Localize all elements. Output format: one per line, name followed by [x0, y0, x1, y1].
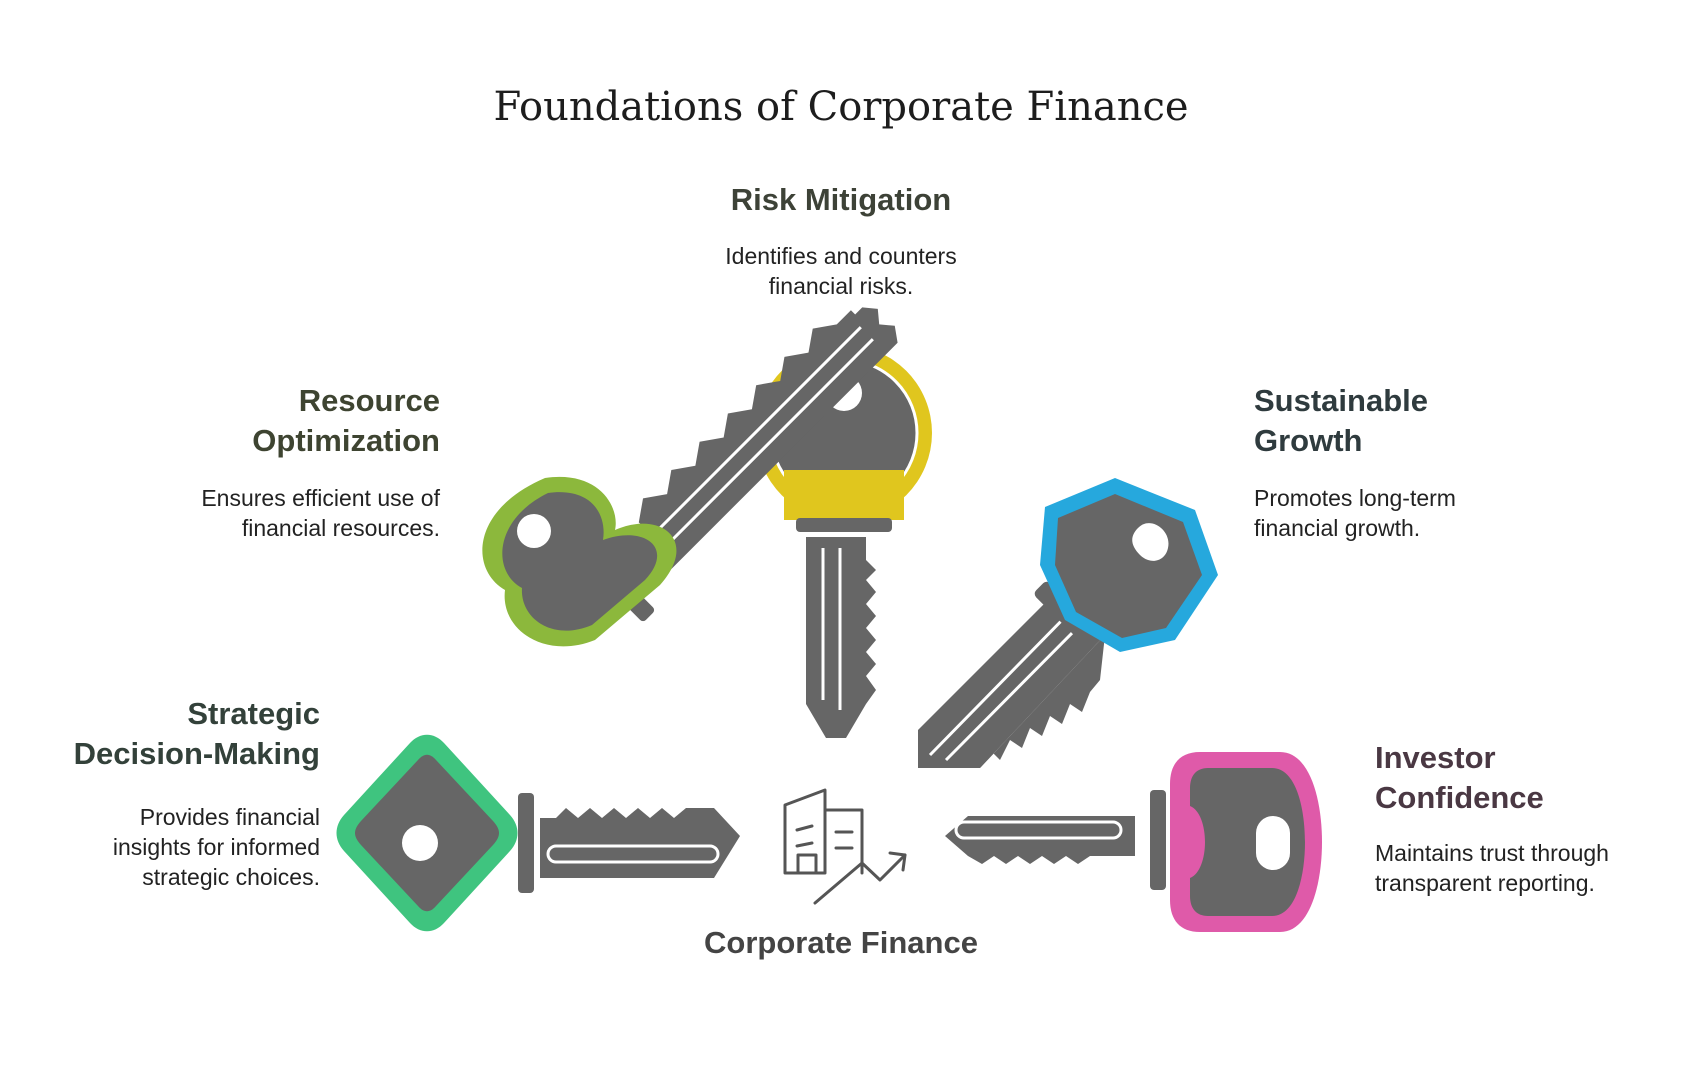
resource-heading-line: Resource	[298, 383, 440, 418]
risk-desc-line: financial risks.	[768, 273, 914, 299]
resource-key-blade	[607, 307, 898, 598]
sustainable-key-teeth	[980, 635, 1105, 768]
sustainable-key-blade	[918, 590, 1105, 768]
center-label: Corporate Finance	[704, 925, 978, 960]
investor-confidence-description: Maintains trust through transparent repo…	[1375, 838, 1675, 898]
strategic-key-bar	[518, 793, 534, 893]
strategic-heading-line: Strategic	[187, 696, 320, 731]
strategic-desc-line: insights for informed	[112, 834, 320, 860]
investor-key-head	[1190, 768, 1305, 916]
investor-key-bar	[1150, 790, 1166, 890]
strategic-decision-heading: Strategic Decision-Making	[20, 694, 320, 774]
resource-key-head	[482, 476, 677, 647]
risk-key-icon	[756, 345, 932, 738]
investor-heading-line: Confidence	[1375, 780, 1544, 815]
investor-desc-line: Maintains trust through	[1375, 840, 1609, 866]
risk-key-collar	[784, 470, 904, 520]
investor-heading-line: Investor	[1375, 740, 1496, 775]
investor-key-hole	[1256, 816, 1290, 870]
page-title: Foundations of Corporate Finance	[493, 84, 1189, 130]
strategic-desc-line: Provides financial	[139, 804, 320, 830]
investor-confidence-heading: Investor Confidence	[1375, 738, 1675, 818]
strategic-key-icon	[336, 734, 740, 932]
resource-key-teeth	[638, 310, 857, 529]
resource-optimization-description: Ensures efficient use of financial resou…	[60, 483, 440, 543]
sustainable-key-hole	[1132, 523, 1169, 561]
strategic-desc-line: strategic choices.	[142, 864, 320, 890]
sustainable-key-icon	[918, 478, 1218, 768]
risk-desc-line: Identifies and counters	[725, 243, 957, 269]
risk-key-bar	[796, 518, 892, 532]
building-growth-icon	[783, 788, 907, 905]
sustainable-heading-line: Sustainable	[1254, 383, 1428, 418]
risk-mitigation-description: Identifies and counters financial risks.	[641, 241, 1041, 301]
resource-heading-line: Optimization	[252, 423, 440, 458]
resource-desc-line: financial resources.	[241, 515, 440, 541]
investor-key-blade	[945, 816, 1135, 864]
sustainable-heading-line: Growth	[1254, 423, 1363, 458]
strategic-decision-description: Provides financial insights for informed…	[20, 802, 320, 892]
investor-desc-line: transparent reporting.	[1375, 870, 1595, 896]
risk-mitigation-heading: Risk Mitigation	[641, 180, 1041, 220]
resource-desc-line: Ensures efficient use of	[201, 485, 440, 511]
risk-heading-line: Risk Mitigation	[730, 182, 952, 217]
strategic-key-hole	[402, 825, 438, 861]
strategic-key-blade	[540, 808, 740, 878]
sustainable-growth-description: Promotes long-term financial growth.	[1254, 483, 1634, 543]
resource-optimization-heading: Resource Optimization	[60, 381, 440, 461]
sustainable-key-head	[1055, 494, 1202, 638]
resource-key-hole	[517, 514, 551, 548]
sustainable-desc-line: financial growth.	[1254, 515, 1421, 541]
investor-key-icon	[945, 752, 1322, 932]
sustainable-growth-heading: Sustainable Growth	[1254, 381, 1634, 461]
sustainable-desc-line: Promotes long-term	[1254, 485, 1456, 511]
strategic-heading-line: Decision-Making	[73, 736, 320, 771]
